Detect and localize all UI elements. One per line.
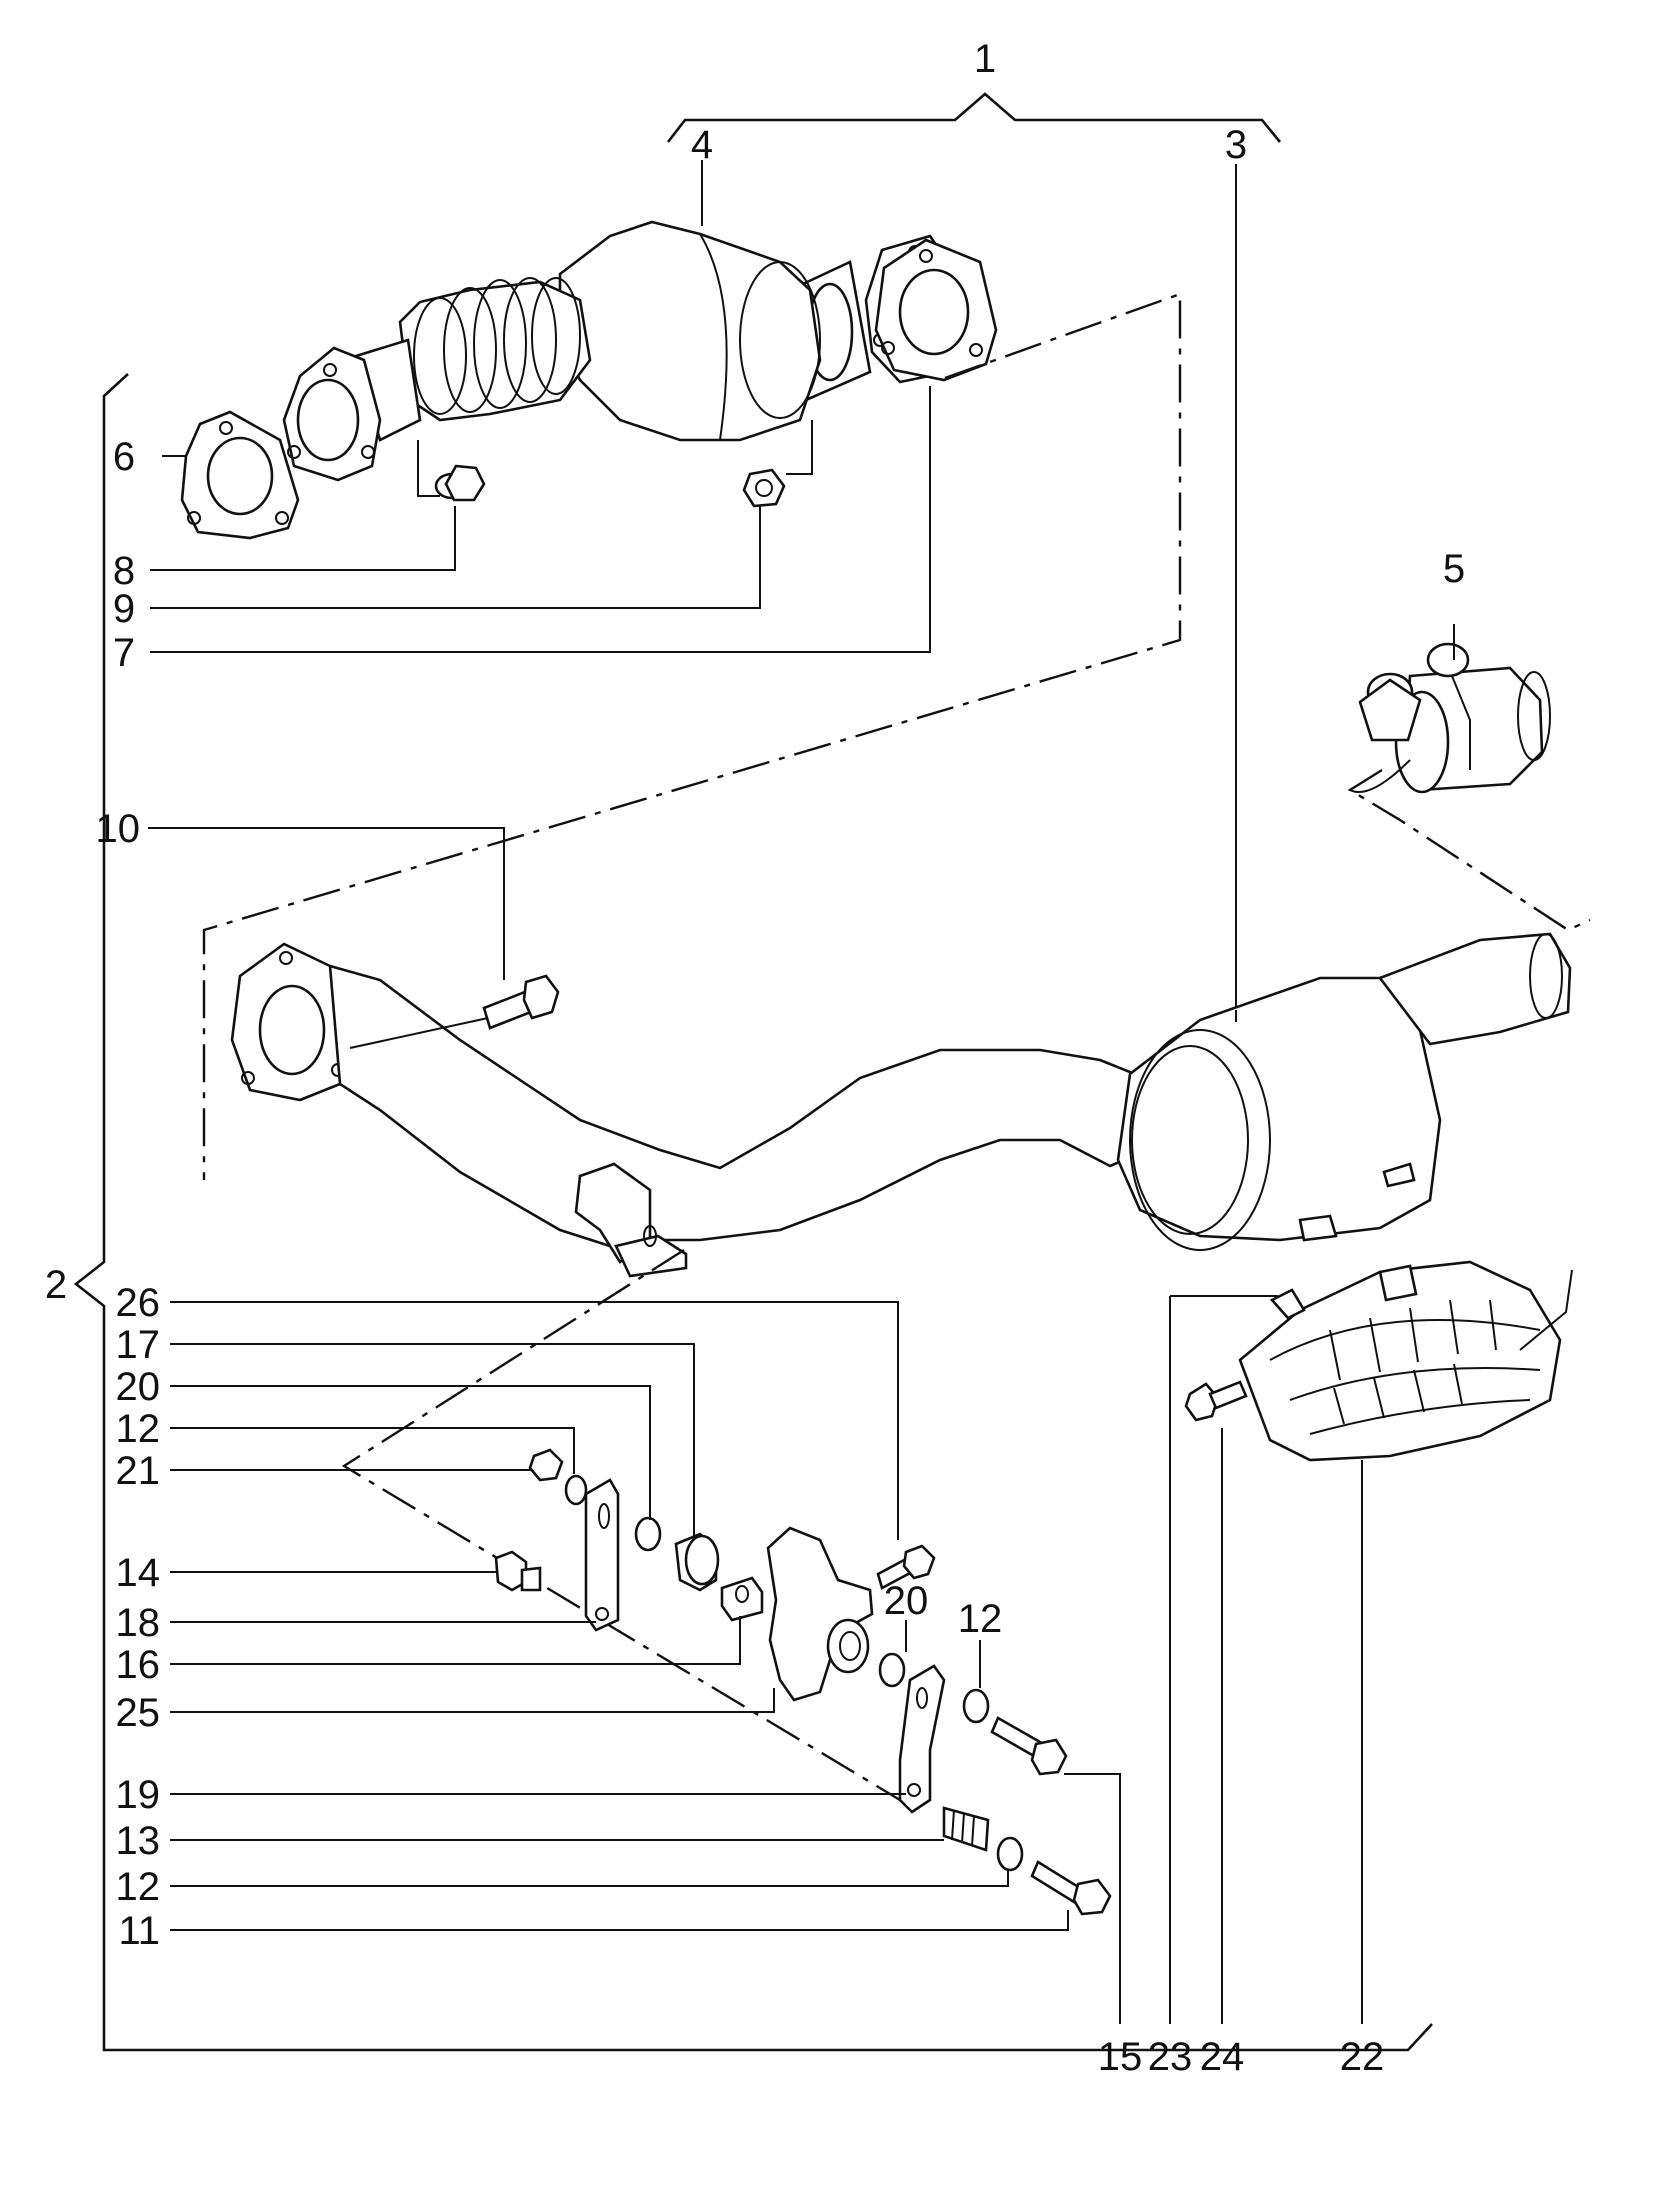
callout-12-b: 12 [958, 1597, 1003, 1641]
callout-19: 19 [116, 1773, 161, 1817]
callout-23: 23 [1148, 2035, 1193, 2079]
callout-12-c: 12 [116, 1865, 161, 1909]
bolt-26 [876, 1544, 936, 1590]
washer-12-lower [996, 1836, 1024, 1872]
callout-13: 13 [116, 1819, 161, 1863]
front-pipe-catalytic-converter [282, 220, 990, 482]
washer-12-upper [564, 1474, 588, 1506]
callout-12-a: 12 [116, 1407, 161, 1451]
mounting-plate-25 [766, 1526, 874, 1702]
callout-4: 4 [691, 123, 713, 167]
washer-20-upper [634, 1516, 662, 1552]
callout-10: 10 [96, 807, 141, 851]
callout-17: 17 [116, 1323, 161, 1367]
spring-13 [942, 1806, 990, 1852]
washer-12-mid [962, 1688, 990, 1724]
callout-18: 18 [116, 1601, 161, 1645]
bolt-15 [990, 1716, 1068, 1776]
rubber-mount-17 [674, 1532, 720, 1592]
callout-7: 7 [113, 631, 135, 675]
bracket-2 [73, 373, 1433, 2052]
callout-26: 26 [116, 1281, 161, 1325]
callout-11: 11 [118, 1909, 160, 1953]
clamp-5 [1358, 642, 1551, 794]
callout-14: 14 [116, 1551, 161, 1595]
callout-24: 24 [1200, 2035, 1245, 2079]
bracket-18 [584, 1478, 620, 1632]
callout-15: 15 [1098, 2035, 1143, 2079]
callout-16: 16 [116, 1643, 161, 1687]
callout-8: 8 [113, 549, 135, 593]
gasket-6 [180, 410, 300, 540]
bolt-11 [1030, 1860, 1112, 1916]
callout-21: 21 [116, 1449, 161, 1493]
callout-20-a: 20 [116, 1365, 161, 1409]
nut-21 [528, 1448, 564, 1482]
callout-3: 3 [1225, 123, 1247, 167]
bolt-10 [349, 974, 560, 1049]
front-pipe-10-section [230, 932, 1572, 1278]
callout-20-b: 20 [884, 1579, 929, 1623]
nut-9 [742, 468, 786, 508]
washer-20-lower [878, 1652, 906, 1688]
nut-8 [434, 464, 486, 502]
callout-9: 9 [113, 587, 135, 631]
callout-22: 22 [1340, 2035, 1385, 2079]
callout-2: 2 [45, 1263, 67, 1307]
callout-5: 5 [1443, 547, 1465, 591]
bracket-19 [898, 1664, 946, 1814]
heat-shield-22 [1238, 1260, 1573, 1462]
callout-25: 25 [116, 1691, 161, 1735]
callout-6: 6 [113, 435, 135, 479]
bracket-1 [666, 92, 1282, 143]
spacer-16 [720, 1576, 764, 1622]
callout-1: 1 [974, 37, 996, 81]
bolt-14 [494, 1550, 542, 1592]
bolt-24 [1184, 1380, 1248, 1422]
gasket-7 [874, 238, 998, 382]
